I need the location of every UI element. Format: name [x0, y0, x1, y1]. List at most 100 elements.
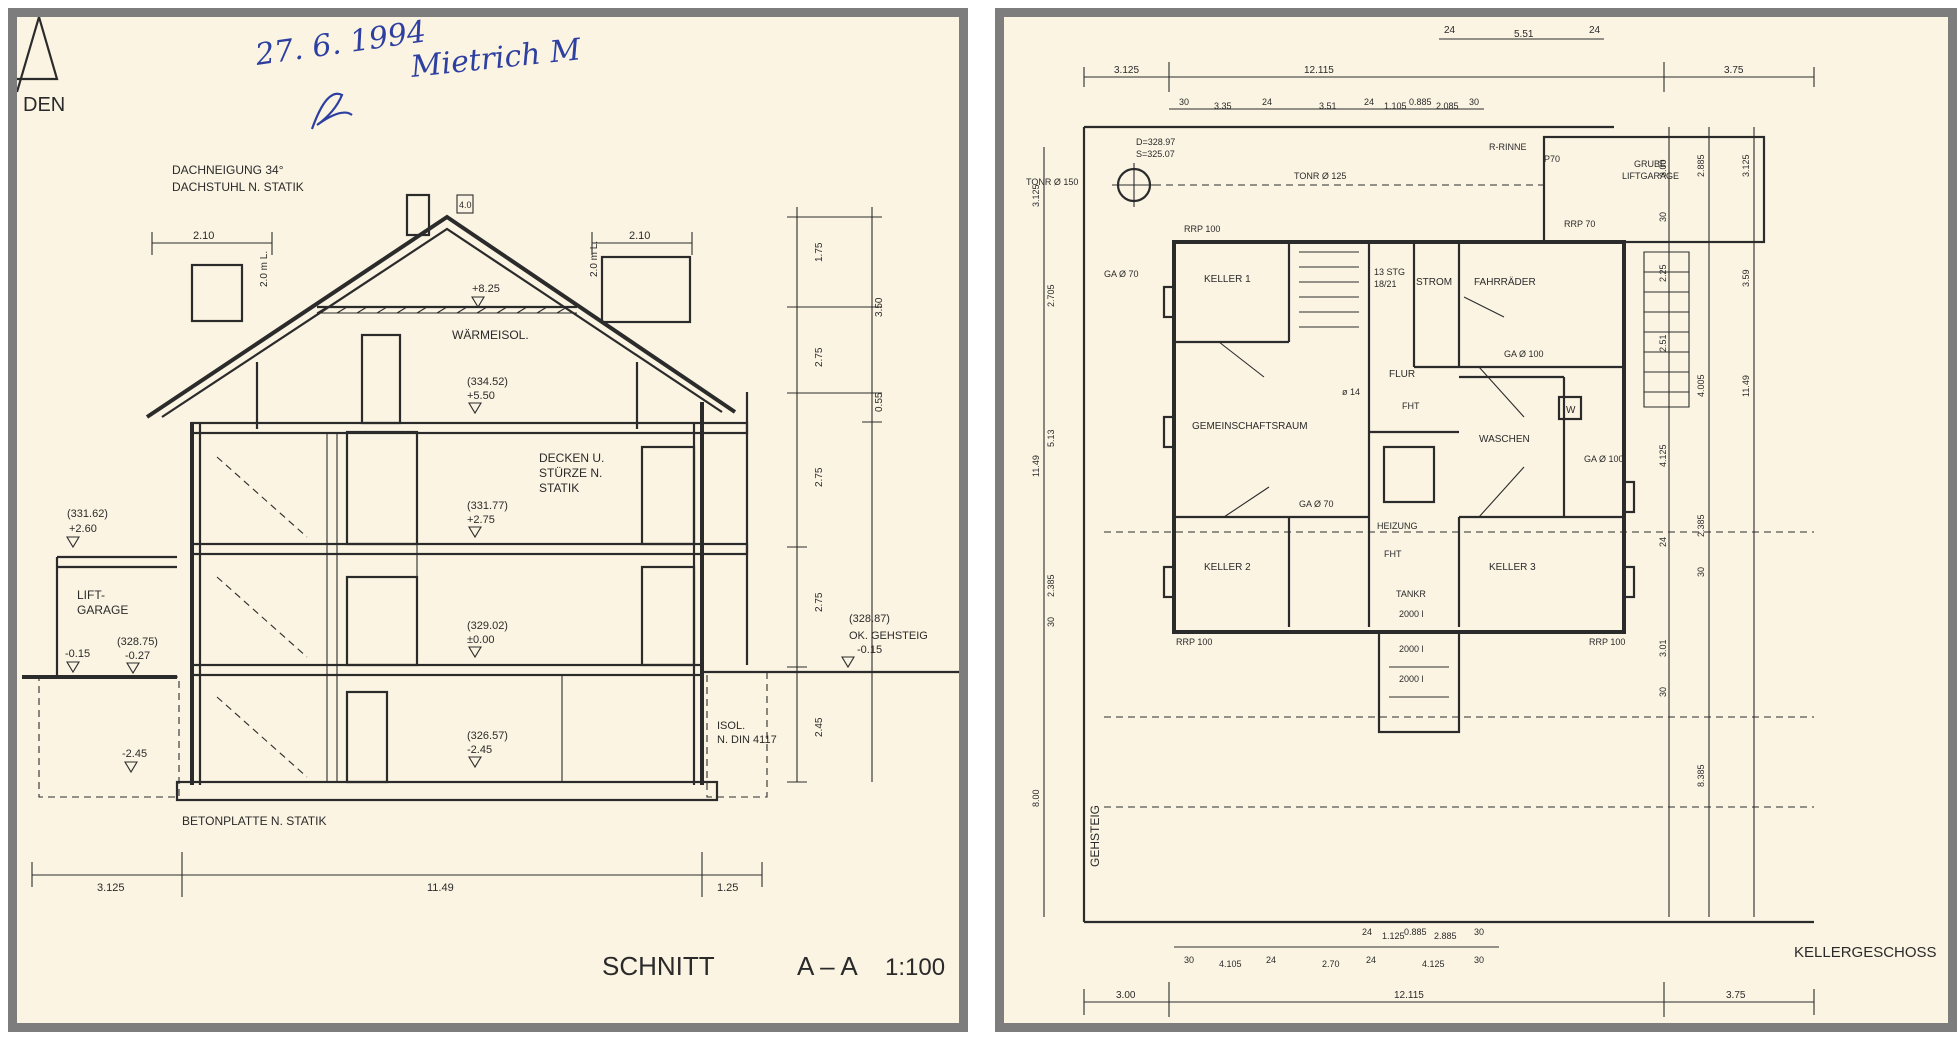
svg-text:RRP 100: RRP 100	[1589, 637, 1625, 647]
svg-text:4.125: 4.125	[1422, 959, 1445, 969]
svg-text:2.385: 2.385	[1046, 574, 1056, 597]
svg-text:3.75: 3.75	[1726, 990, 1746, 1001]
svg-text:3.125: 3.125	[1031, 184, 1041, 207]
svg-text:LIFTGARAGE: LIFTGARAGE	[1622, 171, 1679, 181]
bottom-dimensions: 3.125 11.49 1.25	[31, 852, 763, 897]
svg-text:13 STG: 13 STG	[1374, 267, 1405, 277]
svg-text:(328.75): (328.75)	[117, 636, 158, 648]
svg-text:2.75: 2.75	[814, 592, 825, 612]
svg-text:4.125: 4.125	[1658, 444, 1668, 467]
svg-text:+2.60: +2.60	[69, 523, 97, 535]
svg-text:1.75: 1.75	[814, 242, 825, 262]
svg-text:+2.75: +2.75	[467, 514, 495, 526]
svg-text:24: 24	[1589, 25, 1601, 36]
sidewalk-label: GEHSTEIG	[1088, 805, 1102, 867]
svg-text:RRP 70: RRP 70	[1564, 219, 1595, 229]
garage-label-1: LIFT-	[77, 588, 105, 602]
svg-text:GRUBE: GRUBE	[1634, 159, 1666, 169]
svg-text:2000 l: 2000 l	[1399, 644, 1424, 654]
svg-text:3.00: 3.00	[1658, 159, 1668, 177]
svg-text:24: 24	[1266, 955, 1276, 965]
svg-text:2.885: 2.885	[1696, 154, 1706, 177]
washer-icon: W	[1566, 405, 1576, 416]
svg-text:±0.00: ±0.00	[467, 634, 494, 646]
svg-text:2.45: 2.45	[814, 717, 825, 737]
svg-text:12.115: 12.115	[1394, 990, 1424, 1001]
svg-text:12.115: 12.115	[1304, 65, 1334, 76]
svg-text:30: 30	[1696, 567, 1706, 577]
svg-text:2.70: 2.70	[1322, 959, 1340, 969]
dormer-right	[600, 255, 692, 324]
dormer-left	[190, 263, 244, 323]
svg-text:11.49: 11.49	[1741, 375, 1751, 397]
svg-text:2.10: 2.10	[629, 230, 650, 242]
svg-text:4.005: 4.005	[1696, 374, 1706, 397]
section-id: A – A	[797, 951, 858, 981]
svg-text:2.75: 2.75	[814, 347, 825, 367]
svg-text:ø 14: ø 14	[1342, 387, 1360, 397]
svg-text:0.885: 0.885	[1409, 97, 1432, 107]
svg-text:2.25: 2.25	[1658, 264, 1668, 282]
svg-text:5.13: 5.13	[1046, 429, 1056, 447]
svg-text:18/21: 18/21	[1374, 279, 1397, 289]
plan-top-dimensions: 24 5.51 24 3.125 12.115 3.75 30 3.35 24 …	[1083, 25, 1815, 111]
svg-text:GA Ø 100: GA Ø 100	[1584, 454, 1624, 464]
svg-text:4.0: 4.0	[459, 200, 472, 210]
svg-text:2000 l: 2000 l	[1399, 674, 1424, 684]
svg-text:3.75: 3.75	[1724, 65, 1744, 76]
svg-text:8.00: 8.00	[1031, 789, 1041, 807]
svg-text:30: 30	[1046, 617, 1056, 627]
level-top: +8.25	[472, 283, 500, 295]
svg-text:30: 30	[1179, 97, 1189, 107]
svg-text:TONR Ø 125: TONR Ø 125	[1294, 171, 1346, 181]
svg-text:3.51: 3.51	[1319, 101, 1337, 111]
section-drawing: DEN 27. 6. 1994 Mietrich M DACHNEIGUNG 3…	[17, 17, 959, 981]
svg-text:1.105: 1.105	[1384, 101, 1407, 111]
svg-text:1.125: 1.125	[1382, 931, 1405, 941]
svg-text:(326.57): (326.57)	[467, 730, 508, 742]
svg-text:2000 l: 2000 l	[1399, 609, 1424, 619]
svg-text:-2.45: -2.45	[467, 744, 492, 756]
isol-note-2: N. DIN 4117	[717, 734, 777, 746]
insulation-note: WÄRMEISOL.	[452, 328, 529, 342]
svg-text:3.35: 3.35	[1214, 101, 1232, 111]
svg-text:-0.27: -0.27	[125, 650, 150, 662]
svg-text:30: 30	[1474, 955, 1484, 965]
svg-text:30: 30	[1658, 687, 1668, 697]
ceiling-note-2: STÜRZE N.	[539, 466, 602, 480]
drawing-scale: 1:100	[885, 954, 945, 981]
basement-walls	[1162, 240, 1690, 734]
svg-text:24: 24	[1262, 97, 1272, 107]
svg-text:5.51: 5.51	[1514, 29, 1534, 40]
svg-text:2.10: 2.10	[193, 230, 214, 242]
plan-bottom-dimensions: 24 1.125 0.885 2.885 30 30 4.105 24 2.70…	[1083, 927, 1815, 1017]
roof-pitch-note: DACHNEIGUNG 34°	[172, 163, 284, 177]
svg-text:2.885: 2.885	[1434, 931, 1457, 941]
drawing-title: SCHNITT	[602, 951, 715, 981]
svg-text:D=328.97: D=328.97	[1136, 137, 1175, 147]
svg-text:2.705: 2.705	[1046, 284, 1056, 307]
svg-text:11.49: 11.49	[1031, 455, 1041, 477]
base-plate-note: BETONPLATTE N. STATIK	[182, 814, 326, 828]
svg-text:GA Ø 70: GA Ø 70	[1104, 269, 1139, 279]
svg-text:GA Ø 100: GA Ø 100	[1504, 349, 1544, 359]
svg-text:GA Ø 70: GA Ø 70	[1299, 499, 1334, 509]
room-fahrraeder: FAHRRÄDER	[1474, 276, 1536, 288]
room-keller-2: KELLER 2	[1204, 562, 1251, 573]
top-dimensions: 2.10 2.10 2.0 m L. 2.0 m L. 4.0	[151, 194, 693, 287]
svg-text:2.75: 2.75	[814, 467, 825, 487]
handwritten-date: 27. 6. 1994	[252, 17, 428, 73]
svg-text:-2.45: -2.45	[122, 748, 147, 760]
room-heizung: HEIZUNG	[1377, 521, 1418, 531]
svg-text:RRP 100: RRP 100	[1184, 224, 1220, 234]
sidewalk-note: OK. GEHSTEIG	[849, 630, 928, 642]
svg-text:2.51: 2.51	[1658, 334, 1668, 352]
svg-text:1.25: 1.25	[717, 882, 738, 894]
svg-text:30: 30	[1184, 955, 1194, 965]
svg-text:FHT: FHT	[1402, 401, 1420, 411]
svg-text:TONR Ø 150: TONR Ø 150	[1026, 177, 1078, 187]
svg-text:8.385: 8.385	[1696, 764, 1706, 787]
floor-plan-panel: 24 5.51 24 3.125 12.115 3.75 30 3.35 24 …	[995, 8, 1957, 1032]
svg-text:24: 24	[1658, 537, 1668, 547]
svg-text:24: 24	[1444, 25, 1456, 36]
